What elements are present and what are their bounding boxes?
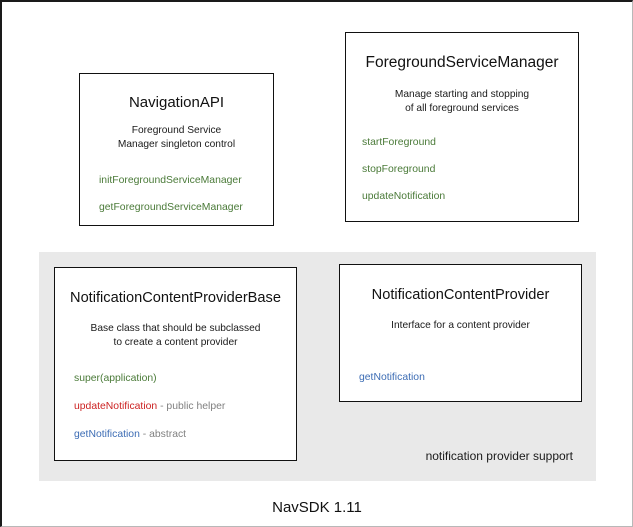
member-row[interactable]: stopForeground [362,163,578,176]
member-note: - abstract [139,429,187,440]
member-name: getNotification [359,372,425,383]
member-list-foreground-service-manager: startForeground stopForeground updateNot… [346,136,578,203]
member-name: super(application) [74,373,157,384]
member-row[interactable]: getNotification - abstract [74,428,296,441]
member-name: getNotification [74,429,140,440]
class-box-notification-content-provider[interactable]: NotificationContentProvider Interface fo… [339,264,582,402]
member-list-notification-content-provider: getNotification [340,371,581,384]
class-description-foreground-service-manager: Manage starting and stopping of all fore… [346,88,578,115]
member-note: - public helper [157,401,226,412]
member-list-notification-content-provider-base: super(application) updateNotification - … [55,372,296,441]
class-title-navigation-api: NavigationAPI [128,94,225,111]
member-row[interactable]: startForeground [362,136,578,149]
member-name: getForegroundServiceManager [99,202,243,213]
class-title-notification-content-provider: NotificationContentProvider [371,287,550,303]
class-title-foreground-service-manager: ForegroundServiceManager [365,54,559,71]
class-description-line: Manage starting and stopping of all fore… [394,89,530,114]
class-box-navigation-api[interactable]: NavigationAPI Foreground Service Manager… [79,73,274,226]
member-row[interactable]: updateNotification [362,190,578,203]
member-row[interactable]: initForegroundServiceManager [99,174,273,187]
class-description-navigation-api: Foreground Service Manager singleton con… [80,124,273,151]
member-row[interactable]: getForegroundServiceManager [99,201,273,214]
member-row[interactable]: updateNotification - public helper [74,400,296,413]
member-name: initForegroundServiceManager [99,175,242,186]
member-row[interactable]: getNotification [359,371,581,384]
class-description-notification-content-provider: Interface for a content provider [340,319,581,333]
footer-caption: NavSDK 1.11 [272,499,362,516]
class-description-line: Foreground Service Manager singleton con… [117,125,236,150]
member-name: stopForeground [362,164,436,175]
class-box-notification-content-provider-base[interactable]: NotificationContentProviderBase Base cla… [54,267,297,461]
class-description-notification-content-provider-base: Base class that should be subclassed to … [55,322,296,349]
notification-provider-support-label: notification provider support [425,449,573,463]
class-box-foreground-service-manager[interactable]: ForegroundServiceManager Manage starting… [345,32,579,222]
class-description-line: Base class that should be subclassed to … [90,323,261,348]
class-description-line: Interface for a content provider [391,320,530,331]
member-name: startForeground [362,137,436,148]
member-name: updateNotification [74,401,158,412]
member-list-navigation-api: initForegroundServiceManager getForegrou… [80,174,273,214]
class-title-notification-content-provider-base: NotificationContentProviderBase [70,290,281,306]
member-row[interactable]: super(application) [74,372,296,385]
member-name: updateNotification [362,191,446,202]
